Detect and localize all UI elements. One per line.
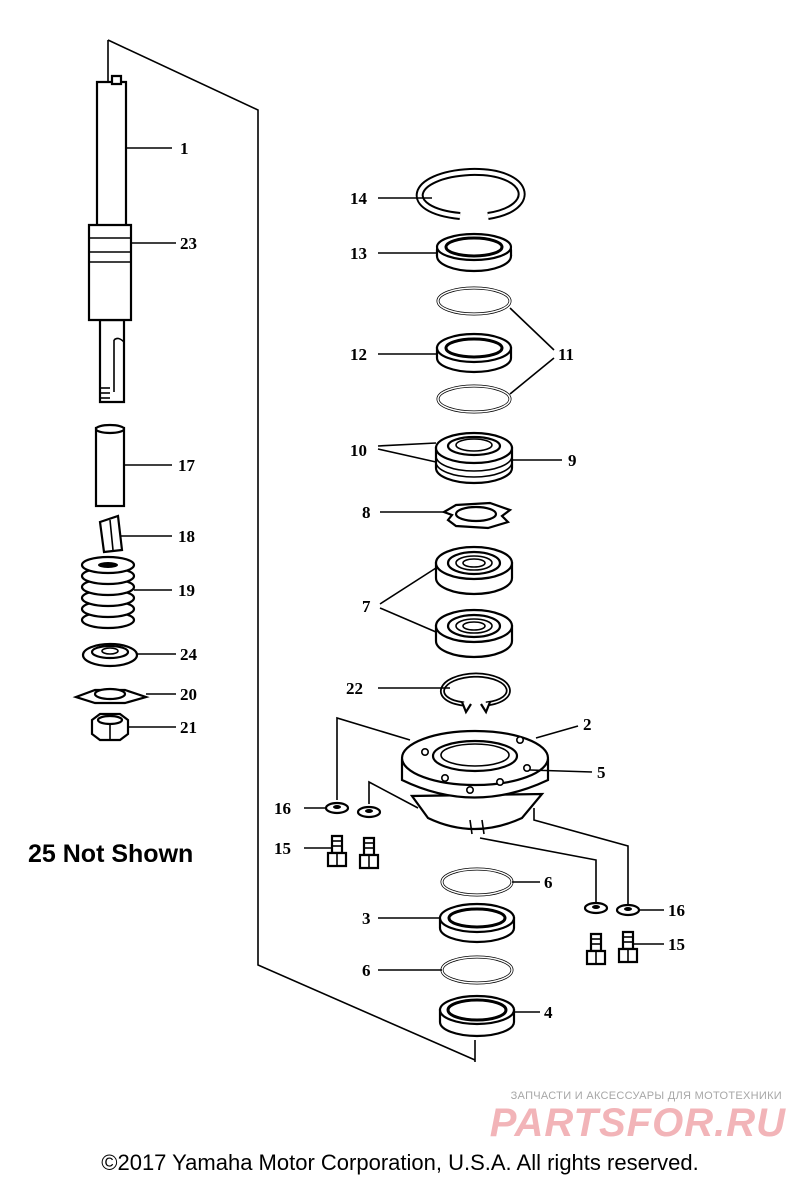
part-23-sleeve[interactable] [87, 223, 133, 322]
part-15-bolt-left-a[interactable] [326, 834, 348, 868]
callout-labels: 1 23 17 18 19 24 20 21 14 13 11 12 10 9 … [178, 139, 685, 1022]
part-15-bolt-left-b[interactable] [358, 836, 380, 870]
callout-16-right: 16 [668, 901, 685, 920]
assembly-outline [107, 39, 476, 1062]
part-16-washer-right-b[interactable] [615, 903, 641, 917]
callout-16-left: 16 [274, 799, 291, 818]
part-15-bolt-right-a[interactable] [585, 932, 607, 966]
part-14-snap-ring[interactable] [415, 167, 526, 220]
part-4-collar[interactable] [438, 994, 516, 1038]
fastener-leader-lines [336, 716, 629, 904]
callout-7: 7 [362, 597, 371, 616]
part-24-washer[interactable] [81, 642, 139, 668]
part-11-seal-upper[interactable] [436, 286, 512, 316]
callout-23: 23 [180, 234, 197, 253]
callout-3: 3 [362, 909, 371, 928]
callout-14: 14 [350, 189, 368, 208]
part-7-bearing-upper[interactable] [434, 545, 514, 596]
part-8-lock-washer[interactable] [441, 501, 513, 530]
callout-15-left: 15 [274, 839, 291, 858]
copyright-notice: ©2017 Yamaha Motor Corporation, U.S.A. A… [101, 1150, 699, 1175]
watermark-logo: PARTSFOR.RU [489, 1101, 786, 1145]
callout-19: 19 [178, 581, 195, 600]
callout-13: 13 [350, 244, 367, 263]
callout-2: 2 [583, 715, 592, 734]
callout-11: 11 [558, 345, 574, 364]
part-16-washer-left-a[interactable] [324, 801, 350, 815]
part-16-washer-left-b[interactable] [356, 805, 382, 819]
part-3-race[interactable] [438, 902, 516, 944]
callout-17: 17 [178, 456, 196, 475]
callout-8: 8 [362, 503, 371, 522]
callout-leaders [120, 147, 664, 1013]
part-21-nut[interactable] [90, 712, 130, 742]
callout-5: 5 [597, 763, 606, 782]
callout-21: 21 [180, 718, 197, 737]
callout-1: 1 [180, 139, 189, 158]
part-2-housing[interactable] [400, 729, 550, 835]
part-22-circlip[interactable] [440, 672, 511, 715]
part-11-seal-lower[interactable] [436, 384, 512, 414]
callout-22: 22 [346, 679, 363, 698]
callout-15-right: 15 [668, 935, 685, 954]
watermark-caption: ЗАПЧАСТИ И АКСЕССУАРЫ ДЛЯ МОТОТЕХНИКИ [510, 1090, 782, 1102]
callout-12: 12 [350, 345, 367, 364]
part-6-o-ring-lower[interactable] [440, 955, 514, 985]
callout-6-upper: 6 [544, 873, 553, 892]
callout-6-lower: 6 [362, 961, 371, 980]
part-20-tab-washer[interactable] [72, 687, 150, 705]
callout-10: 10 [350, 441, 367, 460]
part-16-washer-right-a[interactable] [583, 901, 609, 915]
callout-18: 18 [178, 527, 195, 546]
part-12-race[interactable] [435, 332, 513, 374]
callout-20: 20 [180, 685, 197, 704]
part-15-bolt-right-b[interactable] [617, 930, 639, 964]
part-18-clip[interactable] [98, 514, 124, 554]
part-6-o-ring-upper[interactable] [440, 867, 514, 897]
not-shown-note: 25 Not Shown [28, 840, 194, 868]
part-19-spring[interactable] [80, 555, 136, 630]
callout-24: 24 [180, 645, 198, 664]
callout-4: 4 [544, 1003, 553, 1022]
part-9-10-oil-seal[interactable] [434, 431, 514, 485]
callout-9: 9 [568, 451, 577, 470]
part-13-race[interactable] [435, 232, 513, 273]
part-7-bearing-lower[interactable] [434, 608, 514, 659]
part-17-pin[interactable] [94, 423, 126, 508]
